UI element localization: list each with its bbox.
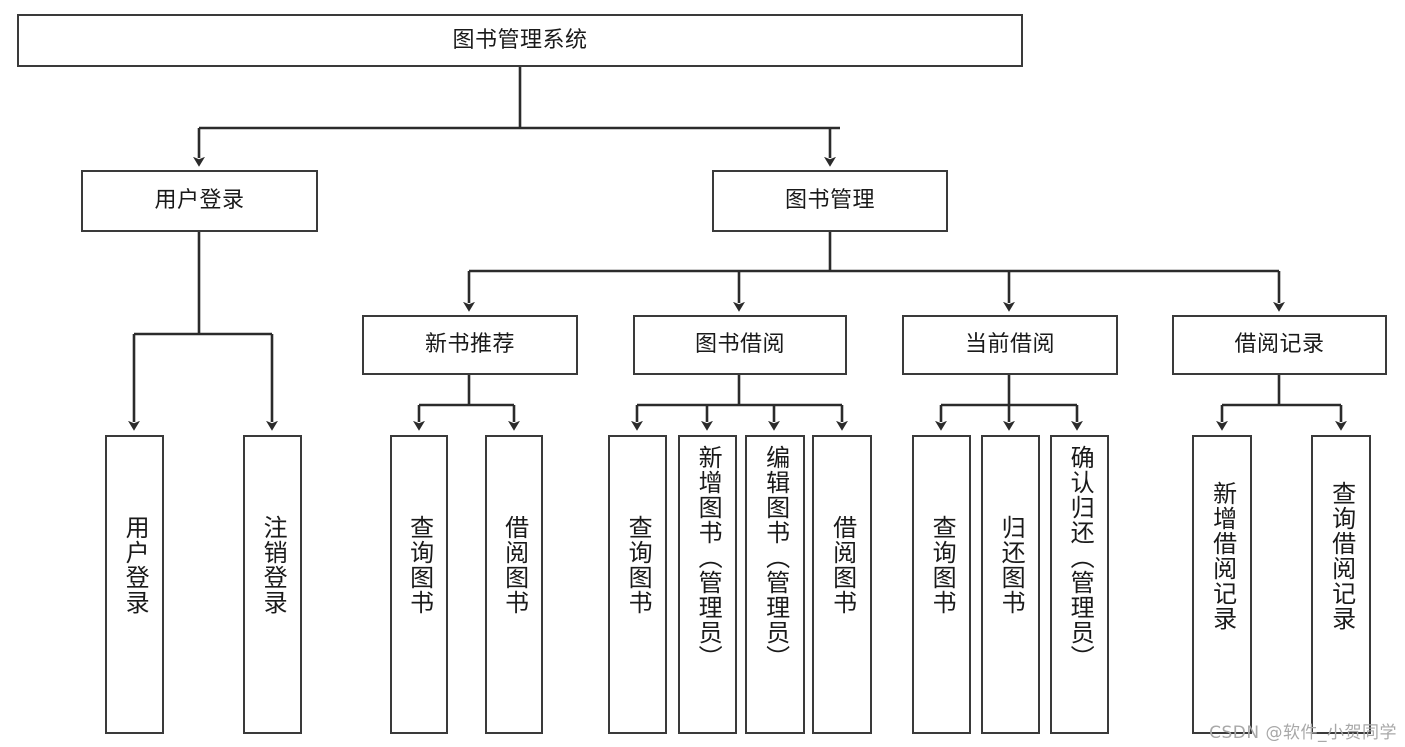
node-book-borrow[interactable]: 图书借阅 <box>633 315 847 375</box>
node-leaf-borrow-book-1-label: 借阅图书 <box>500 515 529 615</box>
node-root[interactable]: 图书管理系统 <box>17 14 1023 67</box>
node-user-login-label: 用户登录 <box>154 188 245 214</box>
node-new-book-rec[interactable]: 新书推荐 <box>362 315 578 375</box>
csdn-watermark: CSDN @软件_小贺同学 <box>1209 723 1397 743</box>
node-leaf-return-book-label: 归还图书 <box>997 515 1026 615</box>
node-leaf-borrow-book-2-label: 借阅图书 <box>828 515 857 615</box>
node-leaf-query-record[interactable]: 查询借阅记录 <box>1311 435 1371 734</box>
node-leaf-borrow-book-1[interactable]: 借阅图书 <box>485 435 543 734</box>
node-leaf-add-record-label: 新增借阅记录 <box>1208 481 1237 631</box>
node-leaf-query-book-1-label: 查询图书 <box>405 515 434 615</box>
node-borrow-record[interactable]: 借阅记录 <box>1172 315 1387 375</box>
node-leaf-logout[interactable]: 注销登录 <box>243 435 302 734</box>
node-user-login[interactable]: 用户登录 <box>81 170 318 232</box>
node-leaf-confirm-return[interactable]: 确认归还（管理员） <box>1050 435 1109 734</box>
node-leaf-return-book[interactable]: 归还图书 <box>981 435 1040 734</box>
node-root-label: 图书管理系统 <box>452 27 588 53</box>
node-leaf-borrow-book-2[interactable]: 借阅图书 <box>812 435 872 734</box>
node-current-borrow[interactable]: 当前借阅 <box>902 315 1118 375</box>
node-leaf-query-book-1[interactable]: 查询图书 <box>390 435 448 734</box>
node-leaf-query-book-2[interactable]: 查询图书 <box>608 435 667 734</box>
node-leaf-user-login-label: 用户登录 <box>121 515 150 615</box>
node-book-manage[interactable]: 图书管理 <box>712 170 948 232</box>
node-borrow-record-label: 借阅记录 <box>1234 332 1325 358</box>
node-book-manage-label: 图书管理 <box>784 188 875 214</box>
node-current-borrow-label: 当前借阅 <box>964 332 1055 358</box>
node-leaf-confirm-return-label: 确认归还（管理员） <box>1066 445 1095 670</box>
node-leaf-query-book-3[interactable]: 查询图书 <box>912 435 971 734</box>
node-book-borrow-label: 图书借阅 <box>694 332 785 358</box>
node-leaf-edit-book[interactable]: 编辑图书（管理员） <box>745 435 805 734</box>
node-new-book-rec-label: 新书推荐 <box>424 332 515 358</box>
node-leaf-query-book-3-label: 查询图书 <box>928 515 957 615</box>
node-leaf-edit-book-label: 编辑图书（管理员） <box>761 445 790 670</box>
node-leaf-user-login[interactable]: 用户登录 <box>105 435 164 734</box>
node-leaf-add-record[interactable]: 新增借阅记录 <box>1192 435 1252 734</box>
node-leaf-logout-label: 注销登录 <box>259 515 288 615</box>
node-leaf-add-book-label: 新增图书（管理员） <box>694 445 723 670</box>
node-leaf-add-book[interactable]: 新增图书（管理员） <box>678 435 737 734</box>
node-leaf-query-book-2-label: 查询图书 <box>624 515 653 615</box>
node-leaf-query-record-label: 查询借阅记录 <box>1327 481 1356 631</box>
